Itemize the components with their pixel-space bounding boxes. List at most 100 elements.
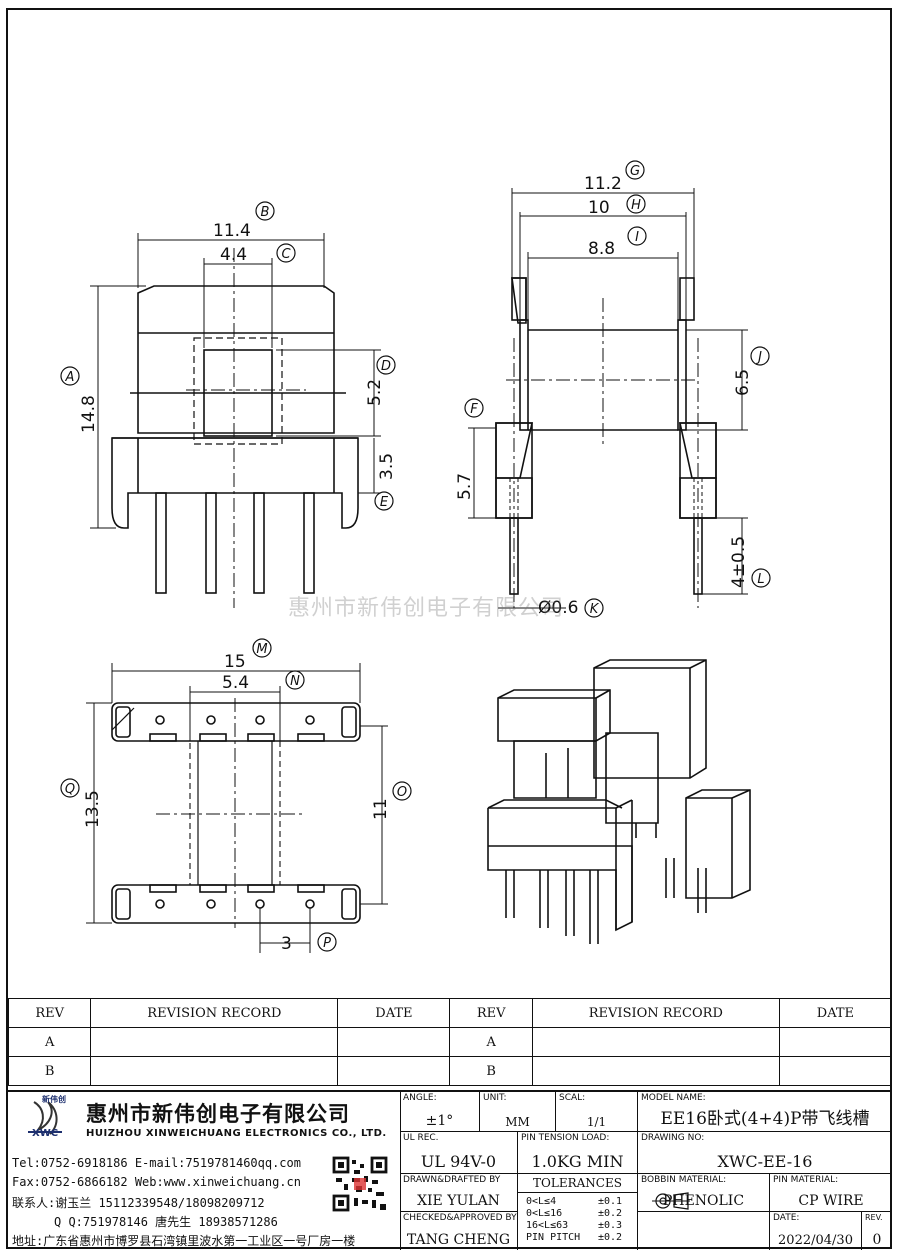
- revision-record-header: REVISION RECORD: [531, 998, 780, 1028]
- svg-text:Q: Q: [65, 782, 75, 797]
- date-header: DATE: [337, 998, 451, 1028]
- dim-B-value: 11.4: [213, 221, 251, 241]
- angle-value: ±1°: [425, 1113, 454, 1129]
- date-header: DATE: [778, 998, 893, 1028]
- sheet-border: [6, 8, 892, 1249]
- rev-label: REV.: [865, 1213, 883, 1222]
- bottom-view: [60, 638, 412, 953]
- ul-label: UL REC.: [403, 1133, 439, 1143]
- unit-cell: UNIT: MM: [480, 1092, 556, 1132]
- dim-Q-value: 13.5: [83, 790, 103, 828]
- model-label: MODEL NAME:: [641, 1093, 706, 1103]
- checked-label: CHECKED&APPROVED BY: [403, 1213, 517, 1223]
- dim-D-value: 5.2: [365, 379, 385, 406]
- dim-F-value: 5.7: [455, 473, 475, 500]
- dim-G-value: 11.2: [584, 174, 622, 194]
- dim-O-value: 11: [371, 798, 391, 820]
- rev-header: REV: [7, 998, 92, 1028]
- company-name-en: HUIZHOU XINWEICHUANG ELECTRONICS CO., LT…: [86, 1128, 387, 1139]
- dim-I-value: 8.8: [588, 239, 615, 259]
- bobbin-label: BOBBIN MATERIAL:: [641, 1175, 727, 1185]
- record-cell: [90, 1056, 339, 1086]
- scale-cell: SCAL: 1/1: [556, 1092, 638, 1132]
- svg-text:B: B: [261, 205, 270, 220]
- svg-text:J: J: [755, 350, 762, 365]
- dim-C-value: 4.4: [220, 245, 247, 265]
- blank-cell: [638, 1212, 770, 1250]
- angle-cell: ANGLE: ±1°: [400, 1092, 480, 1132]
- unit-label: UNIT:: [483, 1093, 507, 1103]
- rev-cell: B: [7, 1056, 92, 1086]
- scale-label: SCAL:: [559, 1093, 586, 1103]
- bobbin-value: PHENOLIC: [662, 1193, 745, 1209]
- date-value: 2022/04/30: [778, 1233, 853, 1248]
- technical-drawing: 11.4 4.4 14.8 5.2 3.5 11.2 10 8.8 6.5 5.…: [60, 160, 771, 954]
- rev-value: 0: [872, 1232, 882, 1248]
- tol-range-2: 0<L≤16: [526, 1208, 563, 1219]
- logo-brand-text: 新伟创: [42, 1095, 66, 1104]
- company-logo-icon: [28, 1101, 62, 1135]
- checked-cell: CHECKED&APPROVED BY TANG CHENG: [400, 1212, 518, 1250]
- date-cell: [778, 1027, 893, 1057]
- tol-range-4: PIN PITCH: [526, 1232, 581, 1243]
- front-view: [60, 201, 396, 608]
- svg-text:E: E: [380, 495, 389, 510]
- revision-record-header: REVISION RECORD: [90, 998, 339, 1028]
- model-cell: MODEL NAME: EE16卧式(4+4)P带飞线槽: [638, 1092, 892, 1132]
- record-cell: [531, 1027, 780, 1057]
- tol-value-4: ±0.2: [598, 1232, 623, 1243]
- pin-label: PIN MATERIAL:: [773, 1175, 839, 1185]
- date-cell: [337, 1056, 451, 1086]
- svg-text:P: P: [323, 936, 331, 951]
- svg-text:M: M: [256, 642, 267, 657]
- svg-text:A: A: [65, 370, 75, 385]
- model-value: EE16卧式(4+4)P带飞线槽: [660, 1109, 870, 1129]
- svg-text:N: N: [290, 674, 300, 689]
- scale-value: 1/1: [586, 1115, 607, 1129]
- tolerances-cell: TOLERANCES 0<L≤4 ±0.1 0<L≤16 ±0.2 16<L≤6…: [518, 1174, 638, 1250]
- title-block: XWC 新伟创 惠州市新伟创电子有限公司 HUIZHOU XINWEICHUAN…: [8, 1090, 892, 1250]
- ul-cell: UL REC. UL 94V-0: [400, 1132, 518, 1174]
- dim-H-value: 10: [588, 198, 610, 218]
- drawn-value: XIE YULAN: [417, 1193, 500, 1209]
- svg-text:F: F: [470, 402, 478, 417]
- angle-label: ANGLE:: [403, 1093, 437, 1103]
- revision-table: REV REVISION RECORD DATE REV REVISION RE…: [7, 998, 893, 1086]
- dim-J-value: 6.5: [733, 369, 753, 396]
- isometric-view: [487, 659, 751, 944]
- date-label: DATE:: [773, 1213, 800, 1223]
- tol-value-2: ±0.2: [598, 1208, 623, 1219]
- watermark-text: 惠州市新伟创电子有限公司: [288, 596, 565, 621]
- dim-P-value: 3: [281, 934, 292, 954]
- pin-value: CP WIRE: [798, 1193, 864, 1209]
- company-name-cn: 惠州市新伟创电子有限公司: [86, 1102, 350, 1126]
- table-row: B B: [7, 1056, 893, 1086]
- rev-header: REV: [449, 998, 533, 1028]
- svg-text:G: G: [630, 164, 640, 179]
- company-qq: Q Q:751978146 唐先生 18938571286: [54, 1215, 278, 1229]
- drawn-cell: DRAWN&DRAFTED BY XIE YULAN: [400, 1174, 518, 1212]
- bobbin-material-cell: BOBBIN MATERIAL: PHENOLIC: [638, 1174, 770, 1212]
- tolerances-label: TOLERANCES: [518, 1176, 637, 1193]
- dim-E-value: 3.5: [377, 453, 397, 480]
- unit-value: MM: [505, 1115, 530, 1129]
- svg-text:O: O: [397, 785, 407, 800]
- svg-text:I: I: [635, 230, 639, 245]
- revision-header-row: REV REVISION RECORD DATE REV REVISION RE…: [7, 998, 893, 1028]
- pin-material-cell: PIN MATERIAL: CP WIRE: [770, 1174, 892, 1212]
- svg-text:H: H: [631, 198, 641, 213]
- drawn-label: DRAWN&DRAFTED BY: [403, 1175, 501, 1185]
- date-cell: [337, 1027, 451, 1057]
- dim-N-value: 5.4: [222, 673, 249, 693]
- company-contact: 联系人:谢玉兰 15112339548/18098209712: [12, 1196, 265, 1210]
- tol-value-1: ±0.1: [598, 1196, 623, 1207]
- dimension-texts: 11.4 4.4 14.8 5.2 3.5 11.2 10 8.8 6.5 5.…: [79, 174, 753, 954]
- tol-range-1: 0<L≤4: [526, 1196, 557, 1207]
- checked-value: TANG CHENG: [406, 1232, 511, 1248]
- drawing-label: DRAWING NO:: [641, 1133, 705, 1143]
- dim-M-value: 15: [224, 652, 246, 672]
- tension-value: 1.0KG MIN: [531, 1152, 624, 1171]
- record-cell: [90, 1027, 339, 1057]
- tension-cell: PIN TENSION LOAD: 1.0KG MIN: [518, 1132, 638, 1174]
- logo-text: XWC: [32, 1128, 59, 1139]
